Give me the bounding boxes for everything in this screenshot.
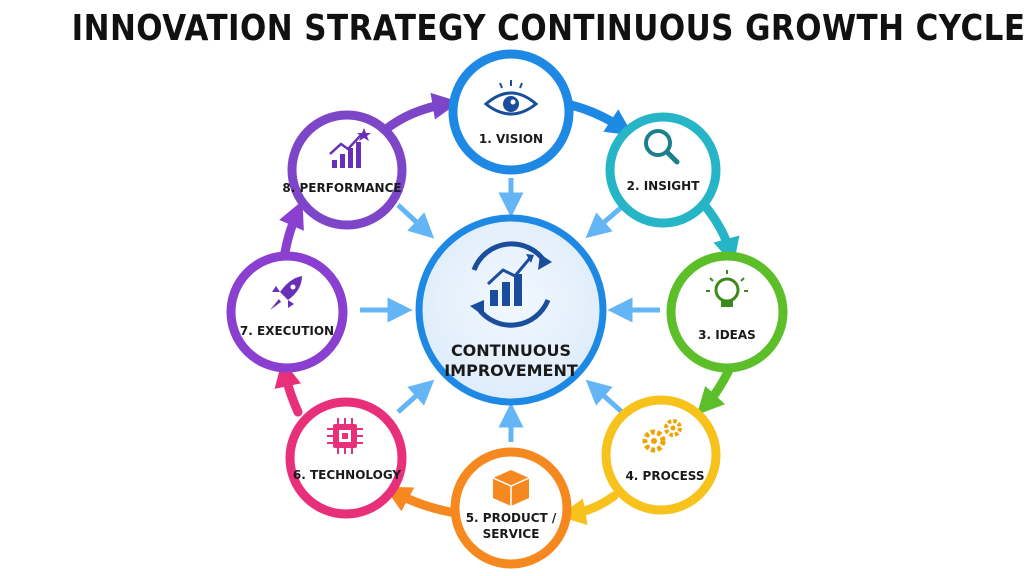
magnifier-icon [644,129,680,165]
arrow-product-to-technology [384,486,455,517]
stage-process: 4. PROCESS [601,395,721,515]
stage-label: 2. INSIGHT [627,179,701,193]
center-label-line1: CONTINUOUS [451,341,571,360]
chip-icon [327,418,363,454]
arrow-process-to-product [558,491,619,525]
inner-arrows [360,178,660,442]
growth-cycle-icon [470,241,552,328]
arrow-technology-to-execution [274,359,303,417]
stage-ideas: 3. IDEAS [666,251,788,373]
chart-icon [329,128,371,168]
stage-label: 1. VISION [479,132,543,146]
stage-performance: 8. PERFORMANCE [282,110,407,230]
eye-icon [483,80,539,116]
gears-icon [642,419,682,453]
stage-label: 7. EXECUTION [240,324,334,338]
stage-insight: 2. INSIGHT [605,112,721,228]
page-title: INNOVATION STRATEGY CONTINUOUS GROWTH CY… [71,8,1024,49]
stage-execution: 7. EXECUTION [226,251,348,373]
inner-arrow-performance [396,203,435,239]
stage-technology: 6. TECHNOLOGY [285,397,407,519]
stage-label: 8. PERFORMANCE [282,181,401,195]
inner-arrow-process [585,379,624,414]
stage-label-line2: SERVICE [483,527,540,541]
cycle-arrows [274,92,740,525]
stage-product-service: 5. PRODUCT / SERVICE [450,447,572,569]
center-label-line2: IMPROVEMENT [444,361,578,380]
lightbulb-icon [706,270,748,307]
arrow-insight-to-ideas [701,202,740,266]
box-icon [492,470,530,506]
arrow-execution-to-performance [279,200,304,257]
rocket-icon [270,276,302,310]
arrow-vision-to-insight [566,100,634,136]
inner-arrow-technology [396,379,435,414]
stage-label: 3. IDEAS [698,328,756,342]
center-node: CONTINUOUS IMPROVEMENT [415,214,607,406]
stage-label-line1: 5. PRODUCT / [466,511,557,525]
stage-vision: 1. VISION [448,49,574,175]
inner-arrow-insight [585,203,626,239]
arrow-ideas-to-process [696,367,733,415]
arrow-performance-to-vision [380,92,460,135]
stage-label: 6. TECHNOLOGY [293,468,402,482]
stage-label: 4. PROCESS [625,469,704,483]
